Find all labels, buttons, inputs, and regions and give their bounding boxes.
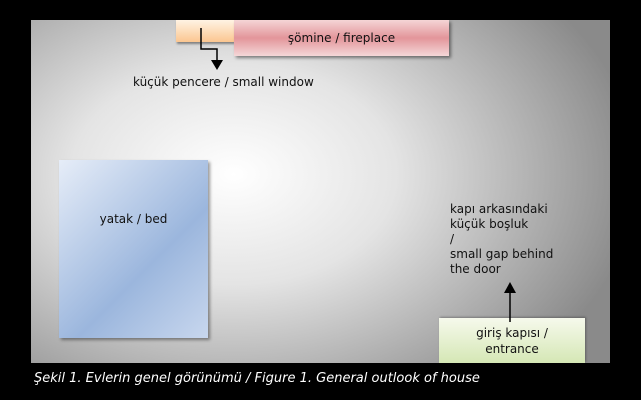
bed-label: yatak / bed	[99, 212, 168, 226]
gap-line: /	[450, 232, 455, 246]
entrance-box: giriş kapısı / entrance	[439, 318, 585, 363]
door-arrow-head	[504, 282, 516, 293]
gap-label: kapı arkasındaki küçük boşluk / small ga…	[450, 202, 553, 277]
entrance-label-1: giriş kapısı /	[476, 325, 548, 340]
gap-line: small gap behind	[450, 247, 554, 261]
fireplace-box: şömine / fireplace	[234, 20, 449, 56]
gap-line: kapı arkasındaki	[450, 202, 548, 216]
figure-caption: Şekil 1. Evlerin genel görünümü / Figure…	[34, 371, 480, 386]
fireplace-label: şömine / fireplace	[287, 31, 396, 45]
entrance-label-2: entrance	[485, 341, 539, 356]
small-window-label: küçük pencere / small window	[133, 75, 314, 89]
bed-box: yatak / bed	[59, 160, 208, 338]
window-arrow-head	[211, 60, 223, 70]
gap-line: the door	[450, 262, 501, 276]
small-window-box	[176, 20, 234, 42]
gap-line: küçük boşluk	[450, 217, 529, 231]
window-arrow	[200, 28, 218, 60]
